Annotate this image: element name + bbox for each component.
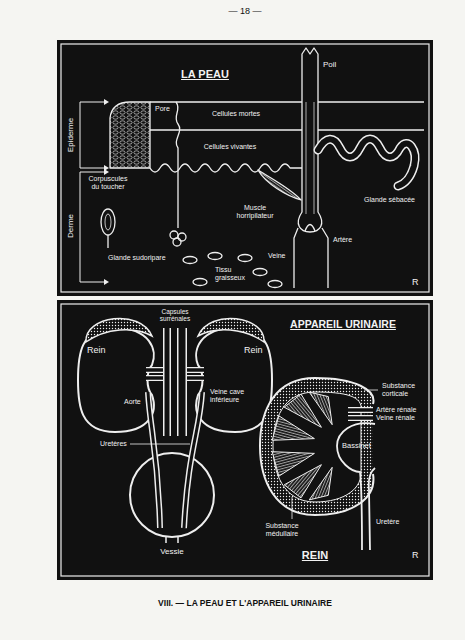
touch-corpuscle-core: [105, 214, 111, 230]
renal-vessel-wall: [146, 370, 204, 378]
part-label: Bassinet: [342, 441, 371, 450]
part-label: Pore: [155, 105, 170, 113]
plate-ground: [57, 40, 433, 580]
part-label: Rein: [87, 345, 106, 355]
renal-pelvis: [337, 423, 375, 550]
urinary-system: [78, 318, 272, 543]
panel-border: [61, 44, 429, 292]
arrow-head: [104, 169, 109, 175]
part-label: Aorte: [124, 398, 141, 406]
renal-vessel-wall: [348, 410, 373, 418]
touch-corpuscle: [101, 209, 115, 235]
kidney-section: [260, 378, 378, 550]
panel-gap: [57, 296, 433, 300]
panel-heading: LA PEAU: [181, 68, 229, 81]
ureter-wall: [148, 392, 202, 528]
hair-follicle: [298, 102, 321, 232]
right-kidney: [196, 318, 272, 432]
arrow-head: [104, 99, 109, 105]
hair-root: [306, 102, 314, 214]
fat-cell: [268, 281, 282, 288]
part-label: Cellules mortes: [212, 110, 260, 118]
renal-pyramid: [272, 452, 314, 477]
ureter-lumen: [148, 392, 202, 528]
part-label: Artère rénale: [376, 406, 416, 414]
fat-cell: [208, 253, 222, 260]
adrenal-gland: [86, 318, 152, 342]
kidney-outline: [78, 328, 154, 432]
leader-line: [364, 390, 378, 391]
panel-border: [61, 304, 429, 576]
part-label: Tissu graisseux: [215, 266, 251, 282]
panel-heading: REIN: [302, 549, 328, 562]
part-label: Veine rénale: [376, 414, 415, 422]
layer-bracket: [80, 102, 106, 168]
part-label: Veine cave inférieure: [210, 388, 252, 404]
page-number: — 18 —: [228, 6, 261, 16]
epidermis-cells: [110, 102, 150, 168]
leader-line: [130, 444, 190, 445]
vena-cava-lumen: [179, 328, 186, 436]
aorta: [163, 328, 171, 436]
part-label: Glande sébacée: [364, 196, 415, 204]
layer-label: Derme: [66, 214, 75, 238]
leader-line: [292, 497, 293, 519]
left-kidney: [78, 318, 154, 432]
fat-cell: [253, 269, 267, 276]
renal-pyramids: [272, 392, 332, 500]
hair-shaft: [302, 48, 318, 102]
part-label: Poil: [323, 60, 336, 69]
bladder: [130, 453, 214, 537]
artery: [322, 228, 328, 288]
ureter-section: [369, 468, 375, 550]
layer-label: Epiderme: [66, 118, 75, 152]
part-label: Uretère: [376, 518, 399, 526]
ureters: [148, 392, 202, 528]
fat-cell: [238, 255, 252, 262]
part-label: Rein: [244, 345, 263, 355]
sweat-gland-coil: [178, 233, 186, 241]
sebaceous-gland-lumen: [318, 139, 415, 186]
renal-vessel-lumen: [348, 410, 373, 418]
adrenal-gland: [198, 318, 264, 342]
sweat-duct: [176, 102, 180, 228]
panel-heading: APPAREIL URINAIRE: [290, 318, 396, 330]
part-label: Muscle horripilateur: [229, 204, 281, 220]
renal-cortex: [260, 378, 373, 515]
urethra: [166, 537, 178, 543]
part-label: Artère: [333, 236, 352, 244]
kidney-outline: [196, 328, 272, 432]
part-label: Vessie: [160, 547, 184, 556]
part-label: Uretères: [100, 440, 127, 448]
renal-vessel-lumen: [146, 370, 204, 378]
part-label: Substance corticale: [382, 382, 422, 398]
erector-muscle: [258, 170, 301, 200]
part-label: Substance médullaire: [263, 522, 301, 538]
arrow-head: [104, 279, 109, 285]
skin-surface: [150, 101, 424, 102]
fat-cell: [193, 279, 207, 286]
fat-cell: [183, 257, 197, 264]
aorta-lumen: [165, 328, 170, 436]
part-label: Veine: [268, 252, 286, 260]
renal-pyramid: [309, 392, 332, 425]
basal-layer: [150, 164, 302, 172]
part-label: Capsules surrénales: [155, 308, 195, 322]
renal-vessels: [146, 328, 204, 436]
vena-cava: [177, 328, 187, 436]
part-label: Cellules vivantes: [204, 143, 257, 151]
nerve: [107, 235, 108, 248]
part-label: Corpuscules du toucher: [85, 175, 131, 191]
hair-papilla: [305, 225, 315, 232]
signature: R: [412, 277, 419, 287]
dead-cell-layer: [150, 129, 424, 130]
figure-caption: VIII. — LA PEAU ET L'APPAREIL URINAIRE: [158, 598, 332, 608]
part-label: Glande sudoripare: [108, 254, 166, 262]
sebaceous-gland: [318, 139, 415, 186]
skin-section: [80, 48, 424, 288]
signature: R: [412, 550, 419, 560]
vein: [294, 228, 298, 288]
sweat-gland-coil: [173, 238, 181, 246]
